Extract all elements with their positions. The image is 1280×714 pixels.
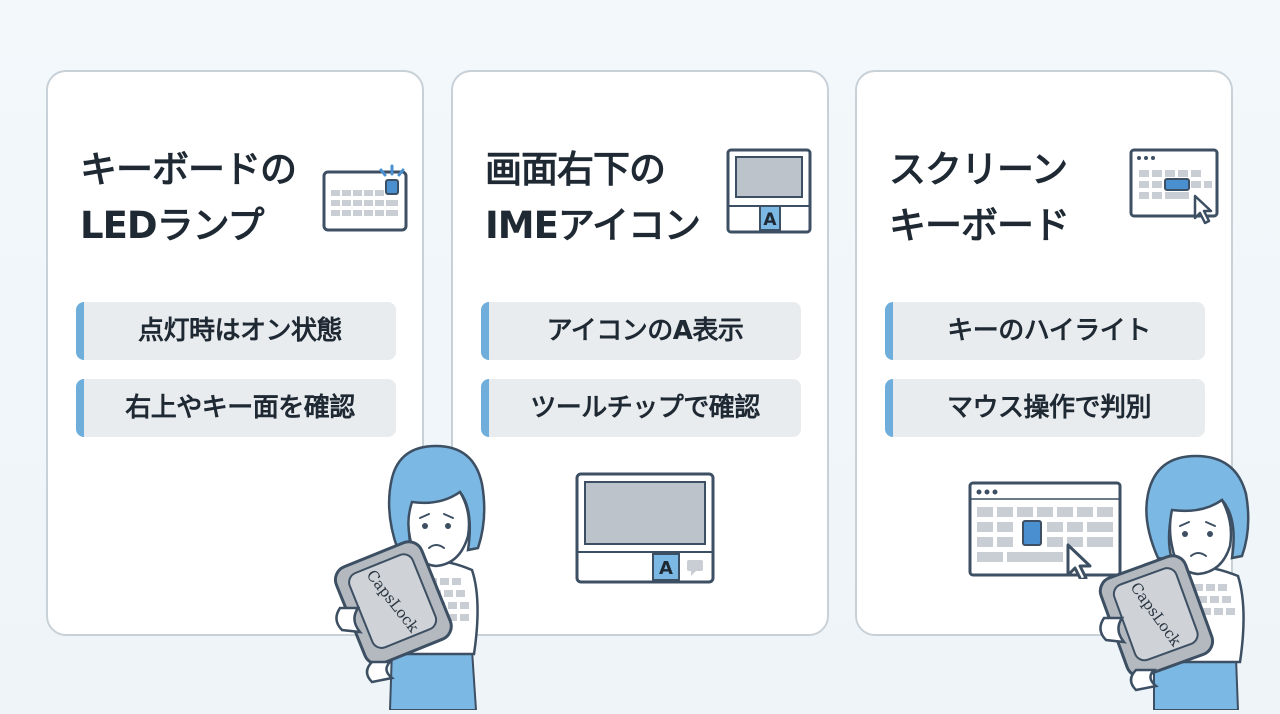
card-title: キーボードの LEDランプ	[80, 142, 297, 254]
svg-text:A: A	[659, 558, 673, 579]
point-icon-a: アイコンのA表示	[481, 302, 801, 360]
screen-keyboard-cursor-icon	[1129, 148, 1219, 225]
worried-person-illustration-2: CapsLock	[1098, 454, 1250, 710]
point-check-key: 右上やキー面を確認	[76, 379, 396, 437]
screen-keyboard-illustration	[968, 481, 1122, 579]
card-title-line: キーボードの	[80, 148, 297, 191]
card-title-line: LEDランプ	[80, 204, 264, 247]
keyboard-led-icon	[322, 164, 408, 232]
monitor-illustration: A	[575, 472, 715, 584]
card-title: 画面右下の IMEアイコン	[485, 142, 701, 254]
worried-person-illustration: CapsLock	[333, 444, 486, 710]
point-key-highlight: キーのハイライト	[885, 302, 1205, 360]
point-mouse-operation: マウス操作で判別	[885, 379, 1205, 437]
svg-text:A: A	[763, 210, 777, 230]
point-tooltip: ツールチップで確認	[481, 379, 801, 437]
card-ime-icon: 画面右下の IMEアイコン A アイコンのA表示 ツールチップで確認 A	[451, 70, 829, 636]
card-title-line: スクリーン	[889, 148, 1068, 191]
card-keyboard-led: キーボードの LEDランプ 点灯時はオン状態 右上やキー面を確認	[46, 70, 424, 636]
card-title: スクリーン キーボード	[889, 142, 1070, 254]
screen-ime-icon: A	[726, 148, 812, 234]
card-title-line: 画面右下の	[485, 148, 666, 191]
point-led-on: 点灯時はオン状態	[76, 302, 396, 360]
card-title-line: IMEアイコン	[485, 204, 701, 247]
card-title-line: キーボード	[889, 204, 1070, 247]
